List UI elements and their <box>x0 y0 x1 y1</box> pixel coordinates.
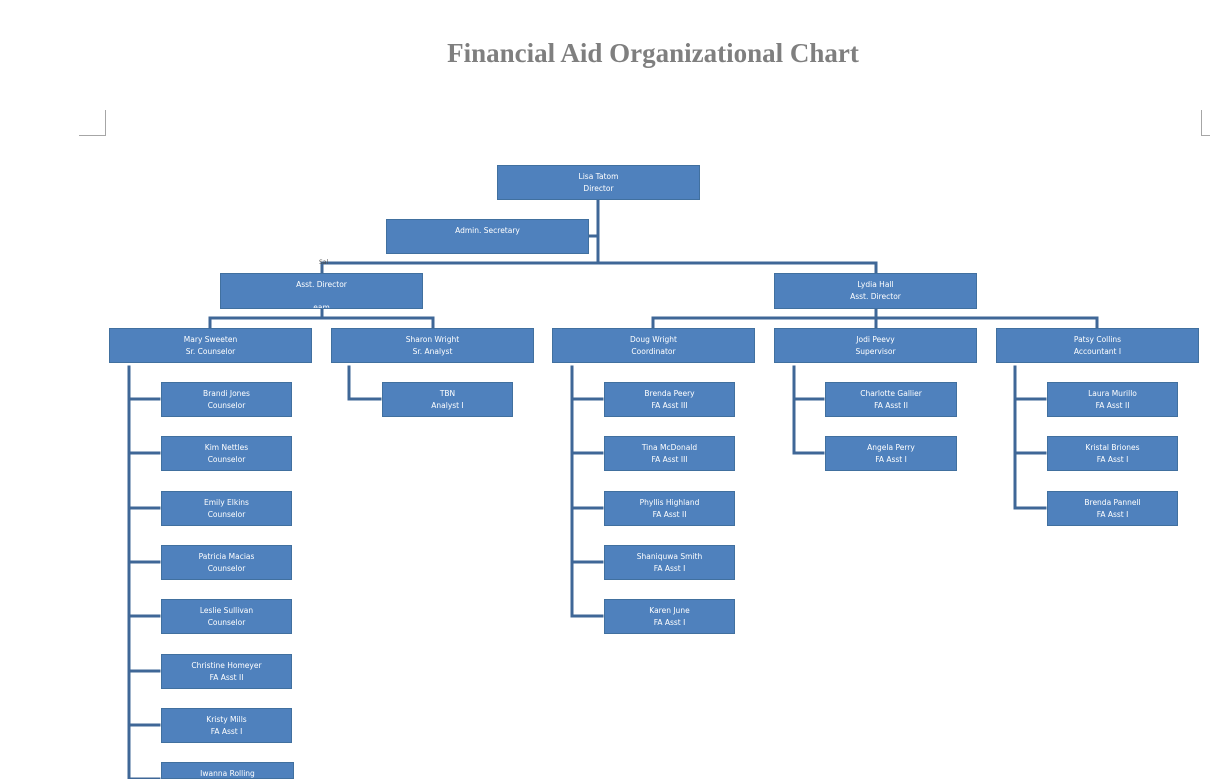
node-role: Counselor <box>207 564 246 573</box>
node-role: Counselor <box>207 401 246 410</box>
node-team-member[interactable]: Brenda Peery FA Asst III <box>604 382 735 417</box>
node-name: Patsy Collins <box>1073 335 1122 344</box>
node-role: Sr. Analyst <box>412 347 453 356</box>
node-team-member[interactable]: Kristal Briones FA Asst I <box>1047 436 1178 471</box>
node-team-member[interactable]: Iwanna Rolling <box>161 762 294 779</box>
node-role: FA Asst II <box>209 673 244 682</box>
connector-sharon-spine <box>347 365 382 401</box>
node-role: Counselor <box>207 618 246 627</box>
node-name: Brenda Pannell <box>1084 498 1141 507</box>
node-team-member[interactable]: Tina McDonald FA Asst III <box>604 436 735 471</box>
node-admin-secretary[interactable]: Admin. Secretary <box>386 219 589 254</box>
node-team-member[interactable]: Brandi Jones Counselor <box>161 382 292 417</box>
node-team-member[interactable]: Laura Murillo FA Asst II <box>1047 382 1178 417</box>
node-team-member[interactable]: Patricia Macias Counselor <box>161 545 292 580</box>
node-name: Laura Murillo <box>1088 389 1137 398</box>
node-role: Accountant I <box>1073 347 1122 356</box>
node-asst-director-left[interactable]: Asst. Director eam <box>220 273 423 309</box>
node-name: Christine Homeyer <box>191 661 262 670</box>
node-name: TBN <box>439 389 456 398</box>
node-role: FA Asst I <box>653 618 686 627</box>
node-name: Karen June <box>649 606 690 615</box>
chart-title: Financial Aid Organizational Chart <box>447 38 859 68</box>
node-team-member[interactable]: Brenda Pannell FA Asst I <box>1047 491 1178 526</box>
node-name: Kim Nettles <box>204 443 249 452</box>
stray-text: Sal <box>319 259 329 266</box>
node-name: Phyllis Highland <box>639 498 700 507</box>
node-name: Brenda Peery <box>644 389 695 398</box>
node-name: Sharon Wright <box>405 335 460 344</box>
node-role: Admin. Secretary <box>455 226 520 235</box>
node-team-member[interactable]: TBN Analyst I <box>382 382 513 417</box>
node-name: Jodi Peevy <box>856 335 895 344</box>
node-name: Angela Perry <box>867 443 915 452</box>
node-name: Tina McDonald <box>641 443 698 452</box>
node-doug-wright[interactable]: Doug Wright Coordinator <box>552 328 755 363</box>
node-name: Lisa Tatom <box>578 172 619 181</box>
node-team-member[interactable]: Emily Elkins Counselor <box>161 491 292 526</box>
node-role: FA Asst II <box>1095 401 1130 410</box>
node-role: Counselor <box>207 510 246 519</box>
node-name: Iwanna Rolling <box>200 769 255 778</box>
node-sharon-wright[interactable]: Sharon Wright Sr. Analyst <box>331 328 534 363</box>
node-role: FA Asst I <box>653 564 686 573</box>
node-name: Doug Wright <box>630 335 677 344</box>
page-margin-corner-left <box>79 110 106 136</box>
node-patsy-collins[interactable]: Patsy Collins Accountant I <box>996 328 1199 363</box>
node-name: Shaniquwa Smith <box>636 552 703 561</box>
node-name: Brandi Jones <box>203 389 250 398</box>
node-team-member[interactable]: Angela Perry FA Asst I <box>825 436 957 471</box>
node-team-member[interactable]: Charlotte Gallier FA Asst II <box>825 382 957 417</box>
node-role: FA Asst I <box>1096 455 1129 464</box>
node-role: FA Asst III <box>651 401 688 410</box>
node-role: Supervisor <box>855 347 896 356</box>
node-team-member[interactable]: Karen June FA Asst I <box>604 599 735 634</box>
node-role: Asst. Director <box>850 292 901 301</box>
node-mary-sweeten[interactable]: Mary Sweeten Sr. Counselor <box>109 328 312 363</box>
node-role: Analyst I <box>431 401 464 410</box>
node-team-member[interactable]: Shaniquwa Smith FA Asst I <box>604 545 735 580</box>
node-role: Sr. Counselor <box>185 347 236 356</box>
node-team-member[interactable]: Phyllis Highland FA Asst II <box>604 491 735 526</box>
node-name: Charlotte Gallier <box>860 389 922 398</box>
node-role: FA Asst I <box>1096 510 1129 519</box>
node-jodi-peevy[interactable]: Jodi Peevy Supervisor <box>774 328 977 363</box>
node-asst-director-right[interactable]: Lydia Hall Asst. Director <box>774 273 977 309</box>
node-team-member[interactable]: Christine Homeyer FA Asst II <box>161 654 292 689</box>
node-role: Director <box>583 184 614 193</box>
node-director[interactable]: Lisa Tatom Director <box>497 165 700 200</box>
node-name: Kristy Mills <box>206 715 247 724</box>
node-role: FA Asst II <box>874 401 908 410</box>
node-role: FA Asst I <box>875 455 907 464</box>
page-margin-corner-right <box>1201 110 1210 136</box>
node-team-member[interactable]: Leslie Sullivan Counselor <box>161 599 292 634</box>
node-role: Asst. Director <box>296 280 347 289</box>
node-name: Mary Sweeten <box>183 335 238 344</box>
node-name: Emily Elkins <box>204 498 249 507</box>
node-team-member[interactable]: Kim Nettles Counselor <box>161 436 292 471</box>
node-name: Lydia Hall <box>857 280 894 289</box>
node-role: Coordinator <box>631 347 676 356</box>
node-name: Leslie Sullivan <box>199 606 254 615</box>
node-note: eam <box>313 303 330 309</box>
node-name: Patricia Macias <box>198 552 255 561</box>
node-role: FA Asst II <box>652 510 687 519</box>
node-name: Kristal Briones <box>1085 443 1140 452</box>
node-team-member[interactable]: Kristy Mills FA Asst I <box>161 708 292 743</box>
node-role: Counselor <box>207 455 246 464</box>
node-role: FA Asst III <box>651 455 688 464</box>
node-role: FA Asst I <box>210 727 243 736</box>
